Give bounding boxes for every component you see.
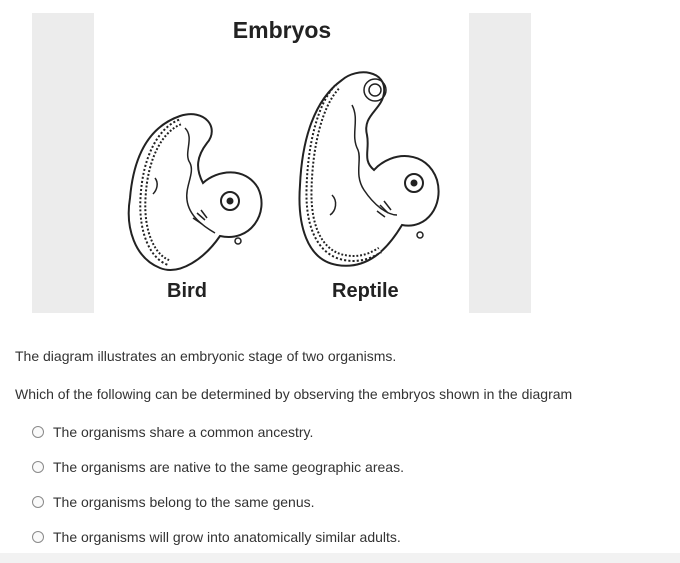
figure-margin-right bbox=[469, 13, 531, 313]
answer-option-label: The organisms are native to the same geo… bbox=[53, 459, 404, 475]
answer-option[interactable]: The organisms share a common ancestry. bbox=[32, 419, 632, 445]
answer-option[interactable]: The organisms are native to the same geo… bbox=[32, 454, 632, 480]
radio-button[interactable] bbox=[32, 496, 44, 508]
radio-button[interactable] bbox=[32, 531, 44, 543]
figure-title: Embryos bbox=[232, 17, 332, 43]
reptile-label: Reptile bbox=[332, 280, 399, 302]
answer-option-label: The organisms belong to the same genus. bbox=[53, 494, 315, 510]
answer-option-label: The organisms will grow into anatomicall… bbox=[53, 529, 401, 545]
reptile-embryo-illustration bbox=[298, 71, 440, 267]
bird-embryo-illustration bbox=[127, 113, 263, 271]
radio-button[interactable] bbox=[32, 461, 44, 473]
bird-label: Bird bbox=[167, 280, 207, 302]
figure-margin-left bbox=[32, 13, 94, 313]
radio-button[interactable] bbox=[32, 426, 44, 438]
question-prompt: Which of the following can be determined… bbox=[15, 386, 573, 402]
question-statement: The diagram illustrates an embryonic sta… bbox=[15, 348, 397, 364]
page-footer-strip bbox=[0, 553, 680, 563]
answer-option[interactable]: The organisms belong to the same genus. bbox=[32, 489, 632, 515]
answer-option-label: The organisms share a common ancestry. bbox=[53, 424, 314, 440]
embryo-diagram: Embryos Bird Reptile bbox=[32, 13, 532, 313]
answer-option[interactable]: The organisms will grow into anatomicall… bbox=[32, 524, 632, 550]
